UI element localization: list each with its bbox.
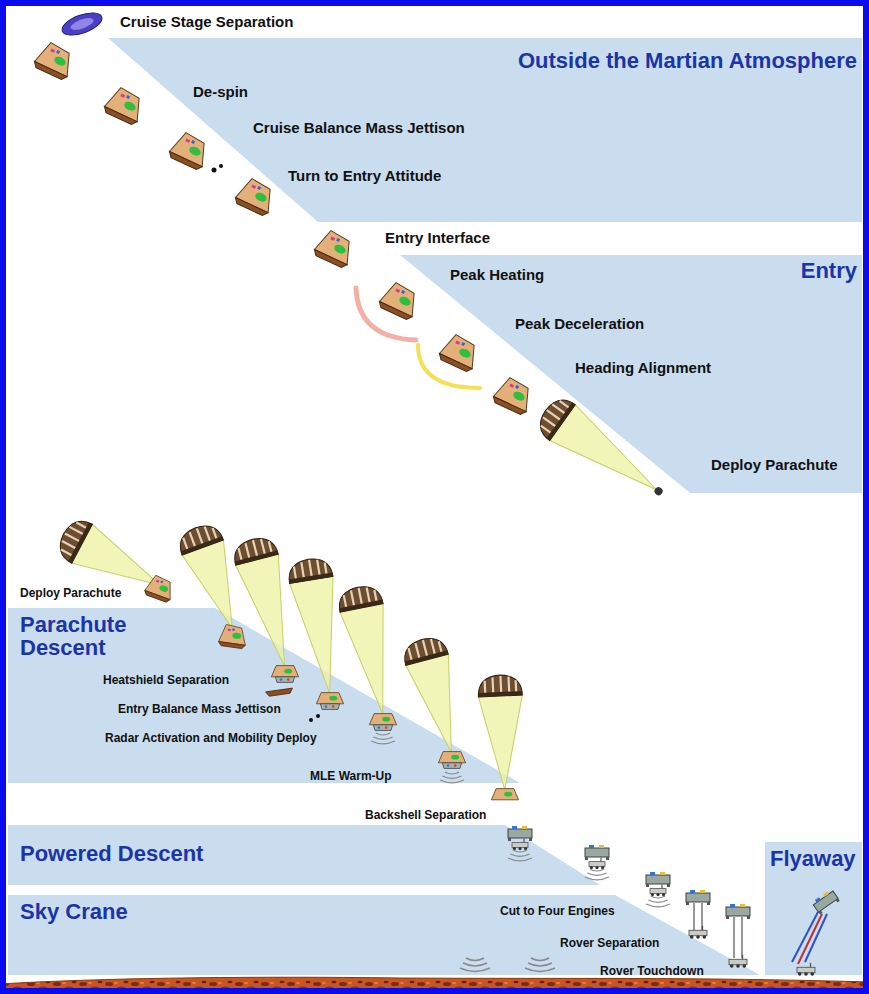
step-label: Entry Balance Mass Jettison [118,702,281,716]
descent-stage [585,845,609,869]
band-fill [8,895,760,975]
step-label: Deploy Parachute [20,586,121,600]
phase-band: Outside the Martian Atmosphere [108,38,862,222]
step-label: MLE Warm-Up [310,769,392,783]
cruise-stage [59,8,105,39]
phase-heading: Powered Descent [20,842,203,865]
phase-band: Parachute Descent [8,608,520,783]
step-label: Rover Separation [560,936,659,950]
step-label: Peak Deceleration [515,315,644,333]
step-label: De-spin [193,83,248,101]
step-label: Rover Touchdown [600,964,704,978]
phase-band: Flyaway [765,842,862,975]
deceleration-glow [418,345,480,388]
band-fill [8,825,600,885]
phase-heading: Parachute Descent [20,613,150,659]
step-label: Cut to Four Engines [500,904,615,918]
radar-waves [585,869,609,880]
step-label: Cruise Balance Mass Jettison [253,119,465,137]
phase-band: Sky Crane [8,895,760,975]
phase-heading: Flyaway [770,847,856,870]
band-fill [8,608,520,783]
step-label: Deploy Parachute [711,456,838,474]
step-label: Heading Alignment [575,359,711,377]
frame [3,3,866,991]
step-label: Peak Heating [450,266,544,284]
step-label: Backshell Separation [365,808,486,822]
descent-stage [646,872,670,896]
phase-heading: Outside the Martian Atmosphere [518,49,857,72]
sky-crane [686,890,710,939]
band-fill [765,842,862,975]
step-label: Heatshield Separation [103,673,229,687]
phase-heading: Sky Crane [20,900,128,923]
step-label: Entry Interface [385,229,490,247]
backshell [491,789,518,800]
band-fill [400,255,862,493]
band-fill [108,38,862,222]
entry-capsule [143,574,176,604]
phase-band: Powered Descent [8,825,600,885]
step-label: Radar Activation and Mobility Deploy [105,731,317,745]
balance-mass [212,164,224,173]
heating-glow [356,288,416,340]
step-label: Cruise Stage Separation [120,13,293,31]
phase-heading: Entry [801,259,857,282]
radar-waves [646,896,670,907]
step-label: Turn to Entry Attitude [288,167,441,185]
